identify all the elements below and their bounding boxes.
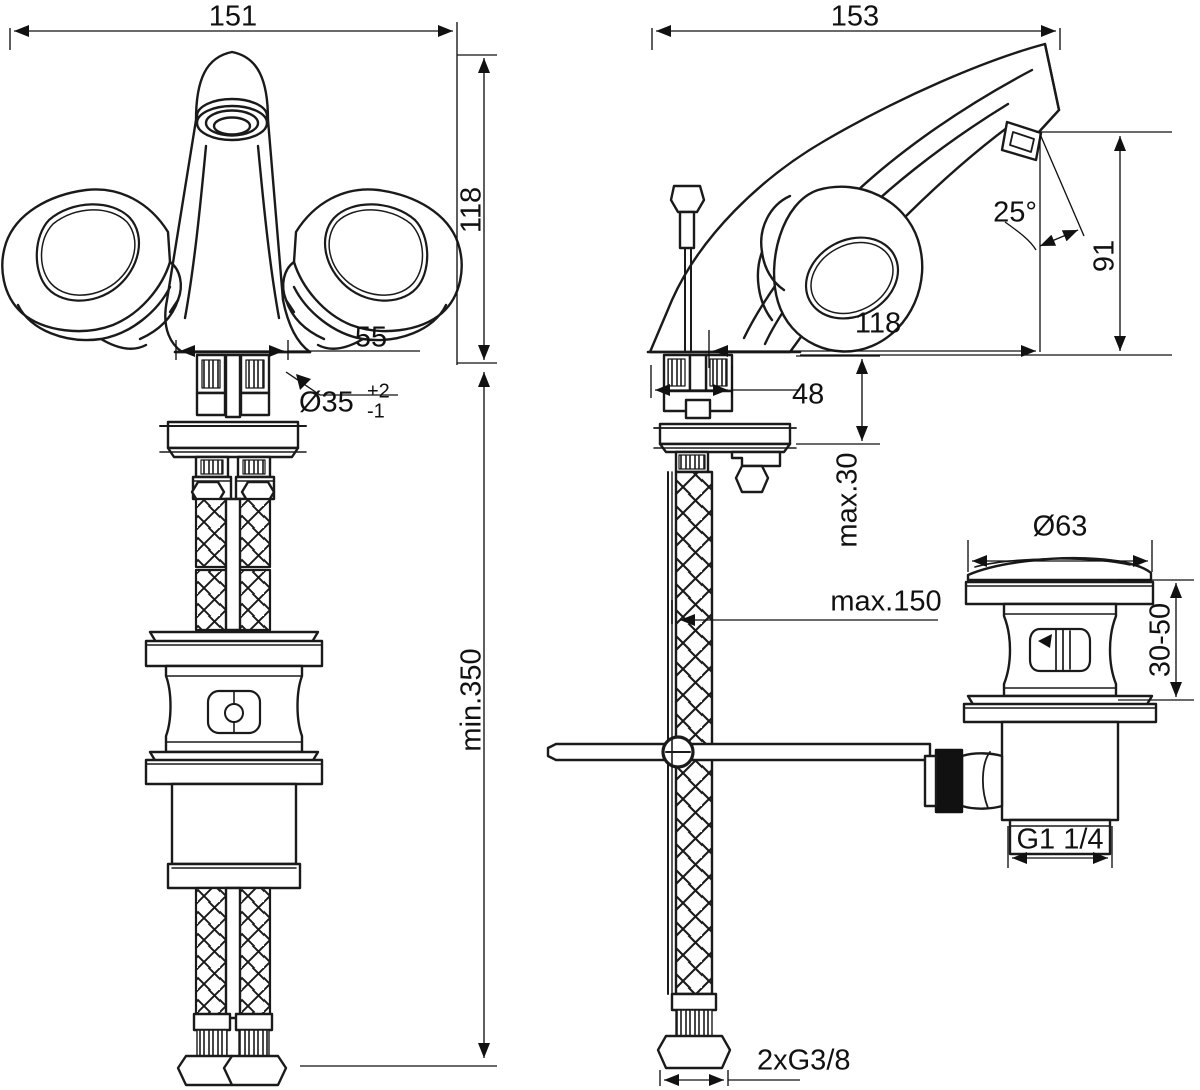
front-view-group bbox=[1, 50, 463, 1087]
dim-side-base-width: 48 bbox=[792, 379, 824, 411]
dim-front-base-width: 55 bbox=[355, 322, 387, 354]
dim-drain-diameter: Ø63 bbox=[1033, 511, 1088, 543]
side-view-dimensions bbox=[650, 25, 1172, 1086]
dim-max-thickness: max.30 bbox=[832, 452, 864, 547]
dim-hole-tol-plus: +2 bbox=[367, 380, 390, 402]
dim-spout-height: 91 bbox=[1089, 240, 1121, 272]
dim-hole-tol-minus: -1 bbox=[367, 400, 385, 422]
dim-max-hose-length: max.150 bbox=[830, 586, 941, 618]
dim-spout-reach: 118 bbox=[855, 308, 901, 340]
dim-hole-diameter: Ø35 bbox=[299, 387, 354, 419]
dim-side-width: 153 bbox=[831, 1, 879, 33]
dim-hose-thread: 2xG3/8 bbox=[757, 1045, 851, 1077]
front-view-dimensions bbox=[9, 22, 497, 1067]
side-view-group bbox=[546, 42, 1061, 1070]
dim-outlet-thread: G1 1/4 bbox=[1016, 824, 1103, 856]
dim-basin-thickness: 30-50 bbox=[1145, 603, 1177, 677]
dim-front-width: 151 bbox=[209, 1, 257, 33]
dim-front-height: 118 bbox=[456, 187, 488, 233]
dim-min-height: min.350 bbox=[456, 648, 488, 751]
drain-detail-dimensions bbox=[967, 540, 1194, 868]
dim-spout-angle: 25° bbox=[993, 197, 1037, 229]
